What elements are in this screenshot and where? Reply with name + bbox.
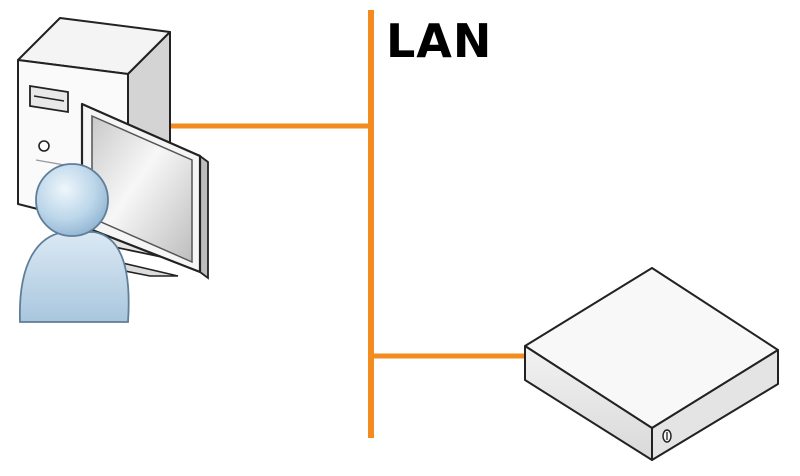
network-appliance-icon [524, 267, 779, 461]
lan-label: LAN [386, 14, 493, 68]
user-icon [19, 163, 130, 323]
computer-workstation-icon [17, 17, 209, 280]
lan-connections [170, 10, 525, 438]
